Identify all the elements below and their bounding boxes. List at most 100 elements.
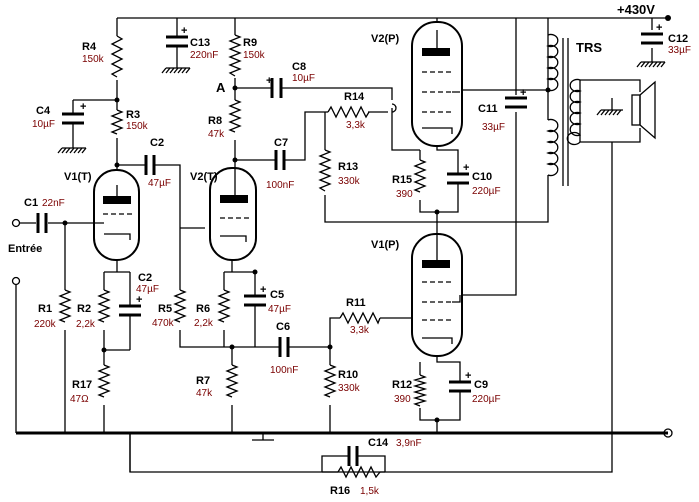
r10-value: 330k xyxy=(338,383,361,394)
c9-name: C9 xyxy=(474,379,488,391)
c3-value: 47µF xyxy=(148,178,171,189)
ground-icon xyxy=(161,67,191,74)
svg-text:+: + xyxy=(260,284,266,296)
c7-name: C7 xyxy=(274,137,288,149)
resistors xyxy=(58,34,428,479)
r13-value: 330k xyxy=(338,176,361,187)
resistor-r1 xyxy=(58,289,72,323)
capacitor-c3 xyxy=(140,155,160,175)
svg-text:+: + xyxy=(80,101,86,113)
resistor-r2 xyxy=(97,289,111,323)
r12-name: R12 xyxy=(392,379,412,391)
r1-value: 220k xyxy=(34,319,57,330)
c12-name: C12 xyxy=(668,33,688,45)
svg-text:+: + xyxy=(463,162,469,174)
supply-label: +430V xyxy=(617,2,655,17)
ground-symbols xyxy=(57,61,666,441)
c10-name: C10 xyxy=(472,171,492,183)
capacitor-c10 xyxy=(447,168,469,200)
c10-value: 220µF xyxy=(472,186,501,197)
resistor-r11 xyxy=(339,311,381,325)
r11-name: R11 xyxy=(346,297,366,309)
svg-text:+: + xyxy=(266,75,272,87)
resistor-r13 xyxy=(318,149,332,192)
capacitor-c2 xyxy=(119,300,141,320)
c11-name: C11 xyxy=(478,103,498,115)
c8-value: 10µF xyxy=(292,73,315,84)
r9-value: 150k xyxy=(243,50,266,61)
c6-value: 100nF xyxy=(270,365,298,376)
r15-name: R15 xyxy=(392,174,412,186)
resistor-r5 xyxy=(173,289,187,323)
c4-name: C4 xyxy=(36,105,51,117)
r3-value: 150k xyxy=(126,121,149,132)
svg-text:+: + xyxy=(181,25,187,37)
resistor-r3 xyxy=(110,109,124,135)
capacitor-c5 xyxy=(244,290,266,320)
c13-value: 220nF xyxy=(190,50,218,61)
transformer-label: TRS xyxy=(576,40,602,55)
r5-value: 470k xyxy=(152,318,175,329)
r14-name: R14 xyxy=(344,91,365,103)
resistor-r10 xyxy=(323,364,337,398)
c9-value: 220µF xyxy=(472,394,501,405)
capacitor-c14 xyxy=(345,446,360,466)
resistor-r14 xyxy=(327,105,370,119)
r5-name: R5 xyxy=(158,303,172,315)
c4-value: 10µF xyxy=(32,119,55,130)
r8-value: 47k xyxy=(208,129,225,140)
ground-icon xyxy=(596,98,623,116)
c1-name: C1 xyxy=(24,197,38,209)
r8-name: R8 xyxy=(208,115,222,127)
svg-text:+: + xyxy=(520,87,526,99)
capacitor-c12 xyxy=(641,32,663,45)
resistor-r6 xyxy=(217,289,231,323)
r17-value: 47Ω xyxy=(70,394,89,405)
c14-value: 3,9nF xyxy=(396,438,422,449)
tube-label-v2p: V2(P) xyxy=(371,33,399,45)
input-label: Entrée xyxy=(8,243,42,255)
r2-name: R2 xyxy=(77,303,91,315)
labels: +430V Entrée A TRS V1(T) V2(T) V2(P) V1(… xyxy=(8,2,691,497)
r12-value: 390 xyxy=(394,394,411,405)
r16-value: 1,5k xyxy=(360,486,380,497)
capacitor-c13 xyxy=(166,32,188,50)
c2-name: C2 xyxy=(138,272,152,284)
resistor-r12 xyxy=(412,374,428,407)
resistor-r16 xyxy=(337,465,381,479)
tube-label-v1t: V1(T) xyxy=(64,171,92,183)
c5-name: C5 xyxy=(270,289,284,301)
capacitor-c8 xyxy=(268,78,286,98)
c12-value: 33µF xyxy=(668,45,691,56)
resistor-r15 xyxy=(413,159,427,193)
tube-label-v2t: V2(T) xyxy=(190,171,218,183)
capacitor-c4 xyxy=(62,110,84,128)
c14-name: C14 xyxy=(368,437,389,449)
capacitor-c9 xyxy=(449,375,471,408)
r1-name: R1 xyxy=(38,303,52,315)
c5-value: 47µF xyxy=(268,304,291,315)
tube-v2t xyxy=(209,160,257,261)
resistor-r4 xyxy=(110,35,124,78)
r2-value: 2,2k xyxy=(76,319,96,330)
capacitor-c1 xyxy=(36,213,48,233)
resistor-r7 xyxy=(225,364,239,398)
c7-value: 100nF xyxy=(266,180,294,191)
r3-name: R3 xyxy=(126,109,140,121)
ground-icon xyxy=(636,61,666,68)
tube-v2p xyxy=(411,21,463,147)
resistor-r9 xyxy=(228,34,242,77)
c2-value: 47µF xyxy=(136,284,159,295)
resistor-r8 xyxy=(228,99,242,133)
capacitor-c7 xyxy=(270,150,290,170)
c3-name: C2 xyxy=(150,137,164,149)
svg-text:+: + xyxy=(656,22,662,34)
ground-icon xyxy=(252,433,274,441)
r9-name: R9 xyxy=(243,37,257,49)
resistor-r17 xyxy=(97,364,111,398)
tube-v1t xyxy=(92,169,140,261)
r7-name: R7 xyxy=(196,375,210,387)
r4-name: R4 xyxy=(82,41,97,53)
r13-name: R13 xyxy=(338,161,358,173)
